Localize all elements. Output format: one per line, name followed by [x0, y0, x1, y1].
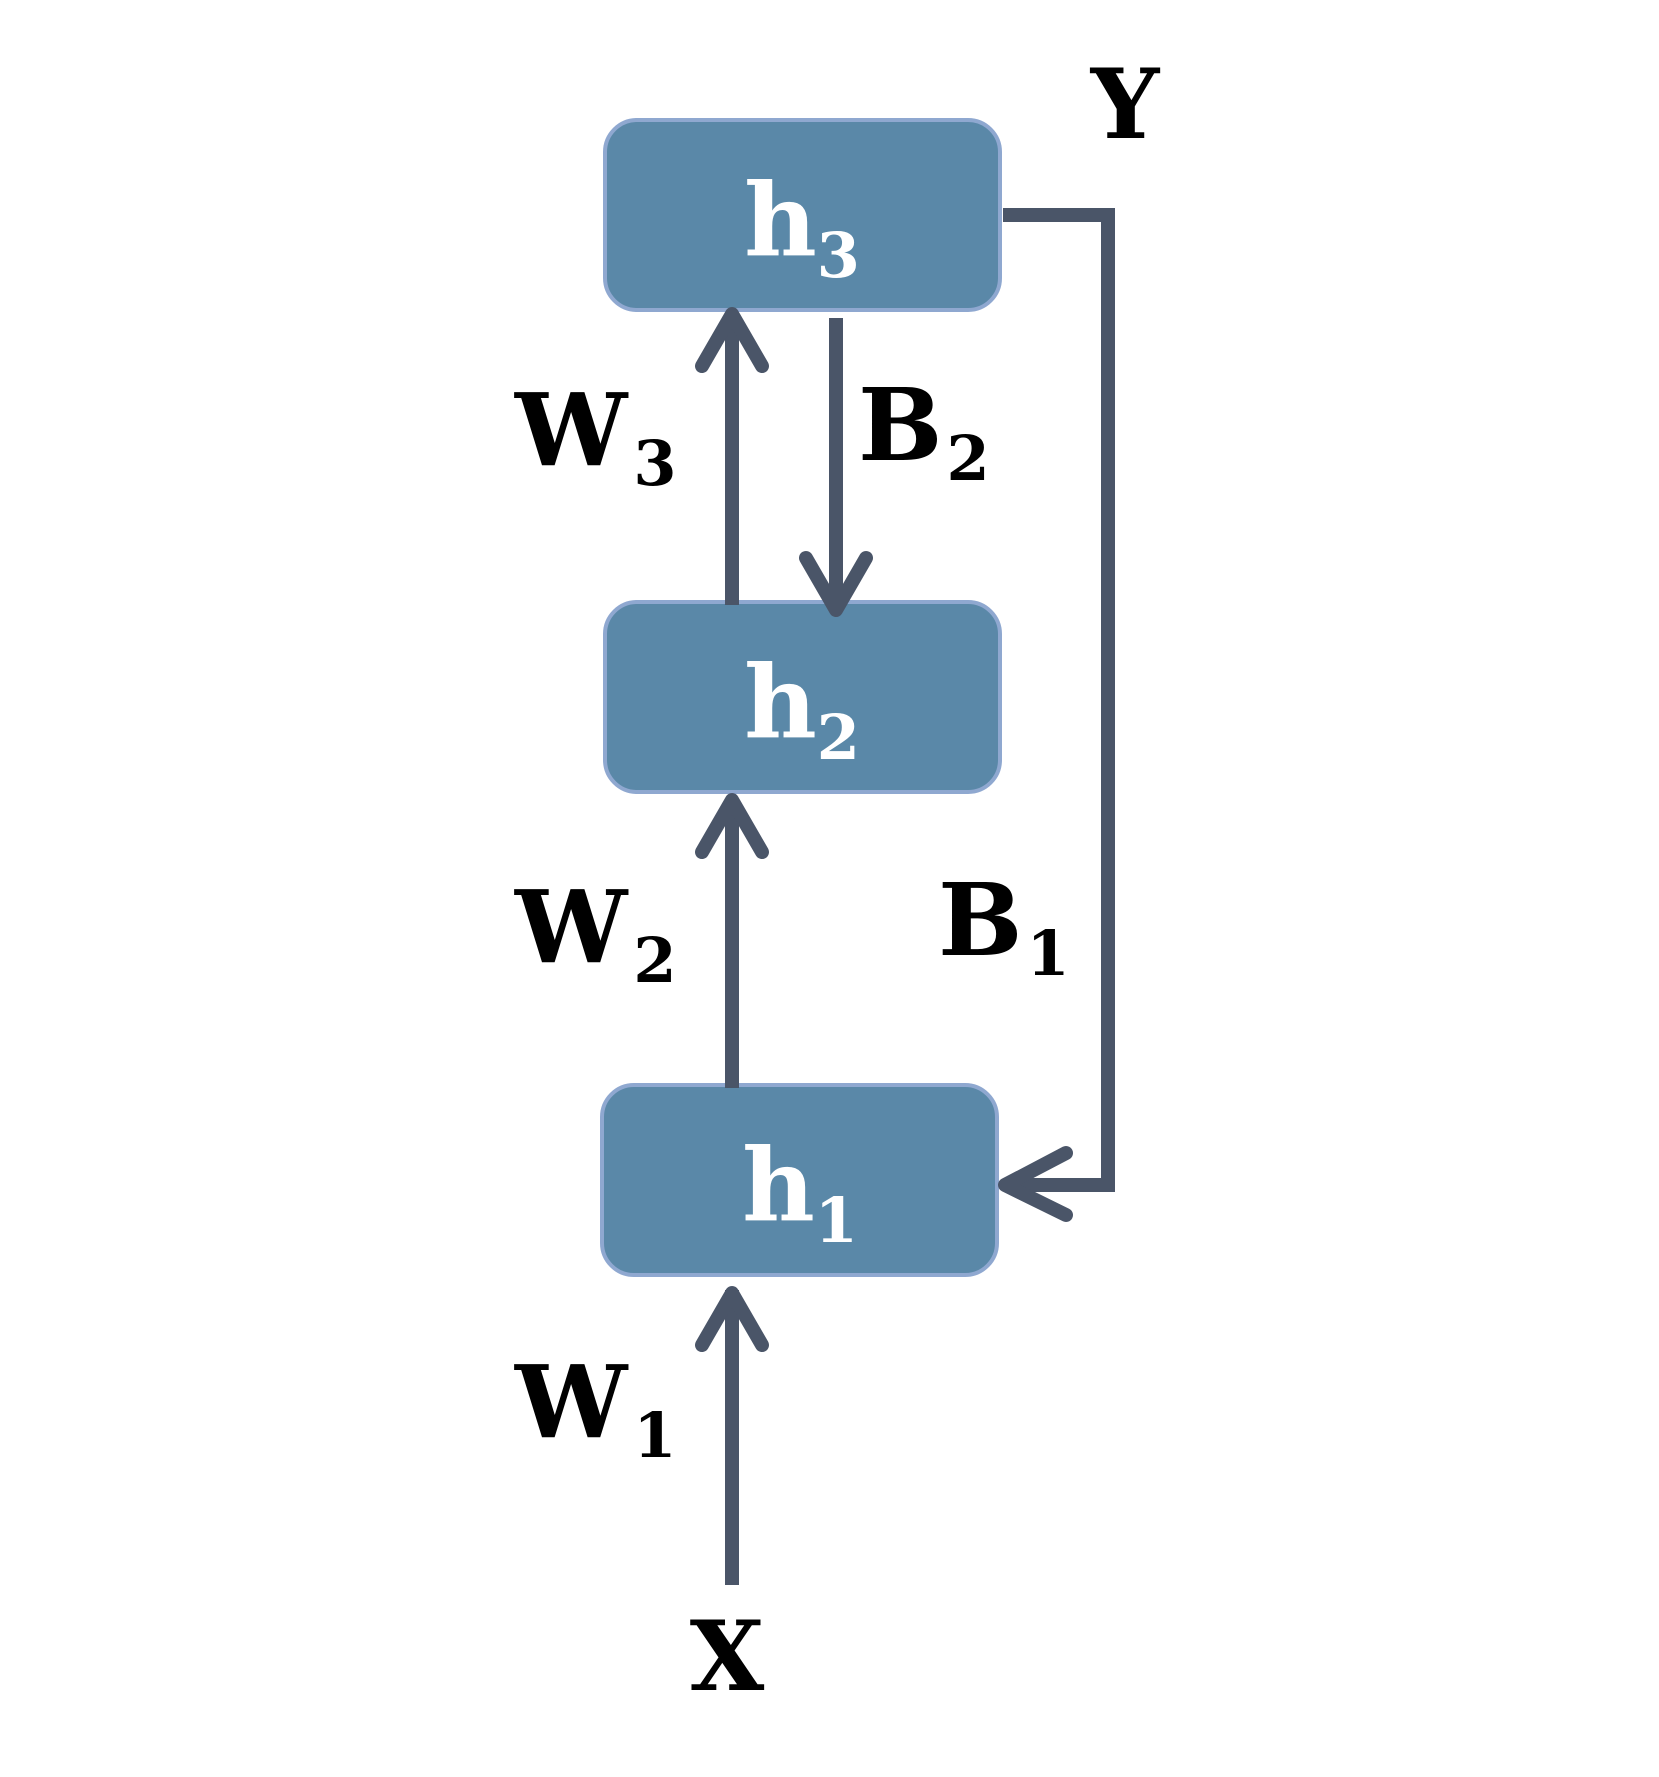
node-h2-sub: 2 [817, 701, 860, 774]
label-b2-base: B [858, 366, 943, 484]
label-b1: B1 [938, 861, 1070, 990]
node-h3: h3 [603, 118, 1002, 312]
label-w3: W3 [514, 371, 676, 500]
label-input-x: X [690, 1600, 765, 1713]
arrow-w3 [695, 307, 769, 605]
node-h3-base: h [744, 161, 817, 279]
node-h1: h1 [600, 1083, 999, 1277]
arrow-b1 [998, 208, 1115, 1222]
label-b1-sub: 1 [1027, 917, 1070, 990]
label-w1-base: W [514, 1343, 629, 1461]
arrow-b2 [799, 318, 873, 617]
label-b2: B2 [858, 366, 990, 495]
label-w3-base: W [514, 371, 629, 489]
label-w2: W2 [514, 868, 676, 997]
label-w1: W1 [514, 1343, 676, 1472]
label-b2-sub: 2 [947, 422, 990, 495]
node-h3-sub: 3 [817, 219, 860, 292]
arrow-w2 [695, 793, 769, 1088]
node-h2: h2 [603, 600, 1002, 794]
label-w3-sub: 3 [633, 427, 676, 500]
arrow-w1 [695, 1286, 769, 1585]
svg-text:h3: h3 [744, 161, 860, 292]
label-output-y: Y [1090, 48, 1161, 161]
label-w2-sub: 2 [633, 924, 676, 997]
node-h1-base: h [742, 1126, 815, 1244]
node-h2-base: h [744, 643, 817, 761]
label-b1-base: B [938, 861, 1023, 979]
label-w1-sub: 1 [633, 1399, 676, 1472]
svg-text:h2: h2 [744, 643, 860, 774]
label-w2-base: W [514, 868, 629, 986]
node-h1-sub: 1 [815, 1184, 858, 1257]
svg-text:h1: h1 [742, 1126, 858, 1257]
